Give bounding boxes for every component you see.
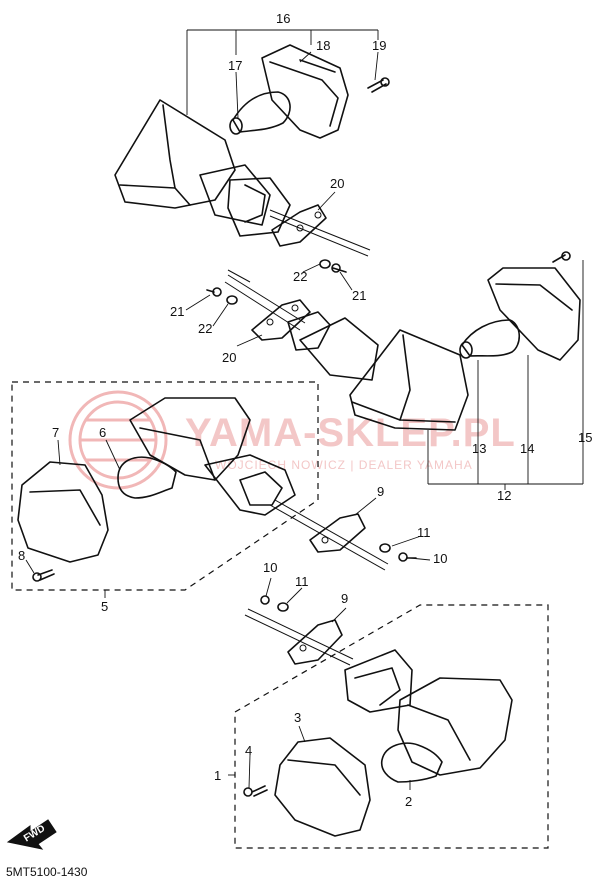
callout-9-mid: 9 [377, 484, 384, 499]
callout-17: 17 [228, 58, 242, 73]
callout-21-top: 21 [352, 288, 366, 303]
callout-6: 6 [99, 425, 106, 440]
callout-4: 4 [245, 743, 252, 758]
callout-16: 16 [276, 11, 290, 26]
leader-lines [25, 51, 431, 790]
callout-20-mid: 20 [222, 350, 236, 365]
watermark: YAMA-SKLEP.PL WOJCIECH NOWICZ | DEALER Y… [68, 390, 516, 490]
right-signal-assembly [206, 251, 584, 490]
callout-12: 12 [497, 488, 511, 503]
front-right-signal-assembly [228, 595, 549, 849]
callout-21-mid: 21 [170, 304, 184, 319]
callout-11-mid: 11 [417, 525, 431, 540]
callout-22-mid: 22 [198, 321, 212, 336]
callout-9-low: 9 [341, 591, 348, 606]
callout-15: 15 [578, 430, 592, 445]
callout-labels: 16 17 18 19 20 22 21 21 22 20 13 14 15 1… [18, 11, 592, 809]
callout-20-top: 20 [330, 176, 344, 191]
diagram-code: 5MT5100-1430 [6, 865, 88, 879]
fwd-arrow-icon: FWD [6, 819, 57, 850]
callout-13: 13 [472, 441, 486, 456]
callout-2: 2 [405, 794, 412, 809]
watermark-brand: YAMA-SKLEP.PL [185, 411, 516, 455]
callout-10-low: 10 [263, 560, 277, 575]
watermark-subtitle: WOJCIECH NOWICZ | DEALER YAMAHA [215, 458, 473, 472]
top-signal-assembly [114, 29, 390, 273]
front-left-signal-assembly [11, 381, 417, 598]
callout-7: 7 [52, 425, 59, 440]
callout-10-mid: 10 [433, 551, 447, 566]
callout-14: 14 [520, 441, 534, 456]
callout-22-top: 22 [293, 269, 307, 284]
callout-19: 19 [372, 38, 386, 53]
callout-3: 3 [294, 710, 301, 725]
callout-1: 1 [214, 768, 221, 783]
callout-5: 5 [101, 599, 108, 614]
callout-8: 8 [18, 548, 25, 563]
callout-18: 18 [316, 38, 330, 53]
callout-11-low: 11 [295, 574, 309, 589]
